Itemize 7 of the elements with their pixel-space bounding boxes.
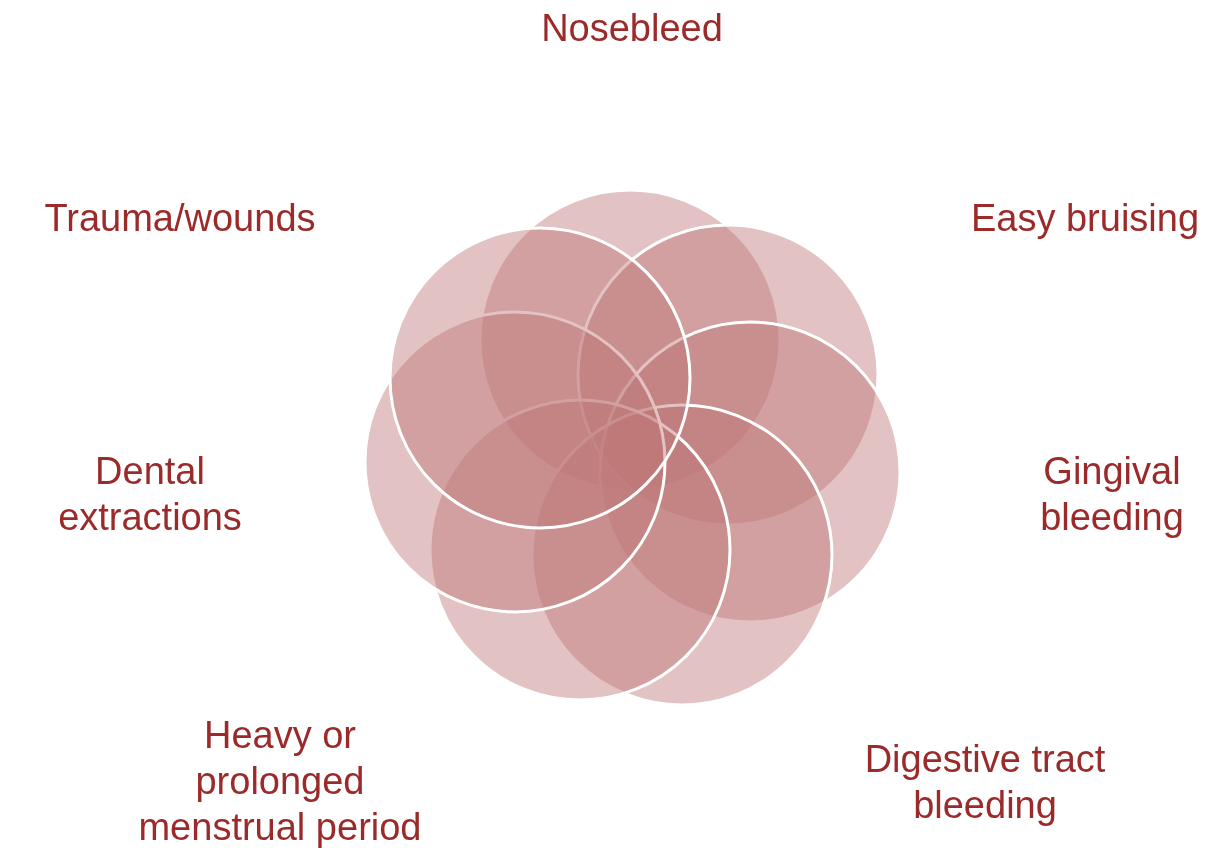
symptom-label: Heavy or prolonged menstrual period <box>137 713 423 850</box>
symptom-label: Easy bruising <box>969 196 1201 241</box>
symptom-label: Nosebleed <box>540 6 724 51</box>
symptom-label: Gingival bleeding <box>1039 449 1185 540</box>
symptom-label: Trauma/wounds <box>43 196 317 241</box>
symptom-label: Dental extractions <box>57 449 243 540</box>
symptom-label: Digestive tract bleeding <box>863 737 1107 828</box>
